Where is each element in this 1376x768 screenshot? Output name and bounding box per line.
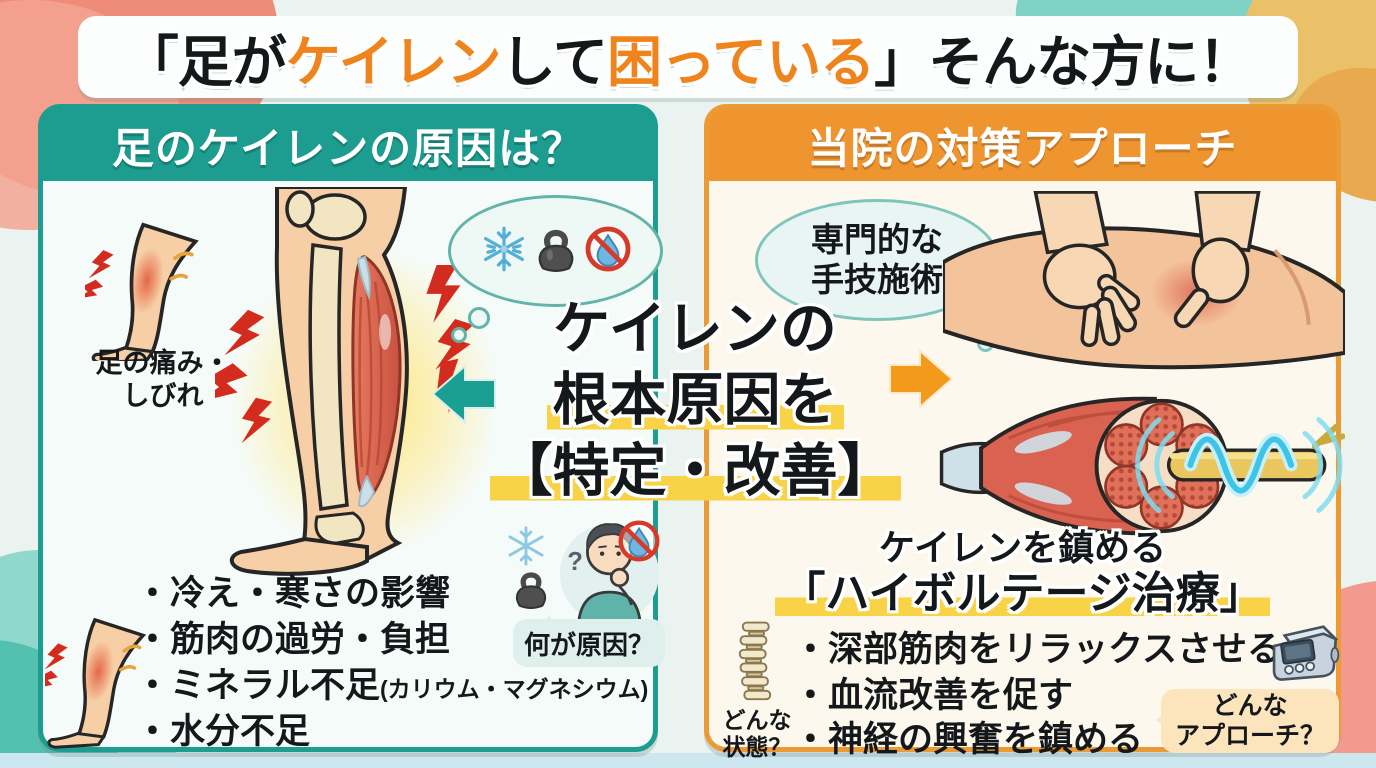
pain-label: 足の痛み・ しびれ — [95, 348, 231, 411]
cause-icons-thought-bubble — [448, 195, 663, 307]
causes-panel-header: 足のケイレンの原因は？ — [43, 109, 653, 181]
center-line: 根本原因を — [452, 365, 938, 436]
approach-bubble-line: どんな — [1212, 692, 1288, 720]
treatment-title-line2: 「ハイボルテージ治療」 — [709, 557, 1336, 621]
title-part-accent: ケイレン — [285, 31, 502, 93]
cramping-leg-icon — [31, 601, 150, 761]
question-bubble-text: 何が原因？ — [523, 629, 654, 660]
technique-bubble-line: 専門的な — [811, 221, 943, 258]
center-line: ケイレンの — [553, 297, 837, 361]
title-part: 」そんな方に！ — [874, 31, 1253, 93]
cause-item: ・冷え・寒さの影響 — [135, 574, 451, 613]
state-question-label: どんな 状態？ — [722, 707, 792, 760]
causes-panel: 足のケイレンの原因は？ — [31, 104, 665, 752]
thought-bubble-trail — [468, 307, 490, 329]
approach-panel-header: 当院の対策アプローチ — [709, 109, 1336, 181]
no-water-icon — [584, 225, 632, 278]
page-title: 「足がケイレンして困っている」そんな方に！ — [123, 17, 1254, 97]
title-part-accent: 困っている — [607, 31, 875, 93]
approach-panel-title: 当院の対策アプローチ — [807, 124, 1238, 172]
question-bubble: 何が原因？ — [513, 615, 665, 667]
center-line: 【特定・改善】 — [452, 436, 938, 507]
title-part: 「足が — [123, 31, 287, 93]
bottom-strip — [0, 753, 1376, 768]
approach-panel: 当院の対策アプローチ 専門的な 手技施術 — [704, 104, 1348, 760]
treatment-title-line1: ケイレンを鎮める — [878, 527, 1167, 568]
benefit-item: ・深部筋肉をリラックスさせる — [793, 630, 1282, 669]
massage-illustration — [940, 190, 1348, 389]
title-part: して — [500, 31, 608, 93]
approach-question-bubble: どんな アプローチ？ — [1156, 689, 1339, 753]
cause-item: ・筋肉の過労・負担 — [135, 620, 451, 659]
cause-item: ・水分不足 — [135, 712, 311, 751]
cause-note: (カリウム・マグネシウム) — [380, 676, 649, 702]
muscle-nerve-illustration — [939, 387, 1346, 545]
spine-icon — [729, 621, 781, 709]
approach-bubble-line: アプローチ？ — [1174, 722, 1325, 750]
svg-text:?: ? — [567, 548, 583, 576]
therapy-device-icon — [1267, 619, 1341, 689]
kettlebell-icon — [511, 567, 551, 616]
snowflake-icon — [505, 525, 547, 572]
kettlebell-icon — [533, 226, 579, 277]
benefit-item: ・神経の興奮を鎮める — [793, 720, 1144, 759]
cramping-leg-icon — [74, 221, 207, 365]
technique-bubble-line: 手技施術 — [811, 261, 943, 298]
arrow-left-icon — [431, 363, 497, 425]
center-key-message: ケイレンの 根本原因を 【特定・改善】 — [452, 294, 938, 507]
arrow-right-icon — [887, 348, 955, 410]
cause-item: ・ミネラル不足(カリウム・マグネシウム) — [135, 666, 649, 705]
snowflake-icon — [480, 225, 528, 278]
title-banner: 「足がケイレンして困っている」そんな方に！ — [78, 16, 1298, 98]
benefit-item: ・血流改善を促す — [793, 676, 1074, 715]
thought-bubble-trail — [451, 327, 467, 343]
pain-bolts-left — [195, 309, 273, 444]
causes-panel-title: 足のケイレンの原因は？ — [111, 124, 585, 172]
no-water-icon — [617, 519, 661, 568]
